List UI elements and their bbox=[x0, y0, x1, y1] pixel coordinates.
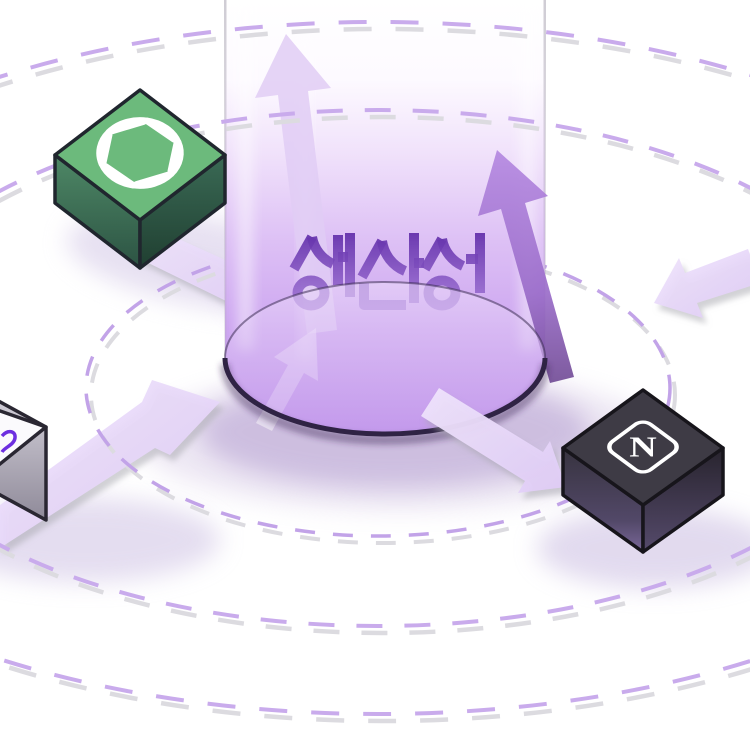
partial-logo-glyph bbox=[0, 429, 17, 454]
orbit-outer-dashes bbox=[0, 20, 750, 716]
rise-arrow-right bbox=[478, 150, 574, 383]
cylinder-rim-shadow bbox=[220, 363, 550, 445]
cylinder-highlight-left bbox=[238, 0, 253, 350]
arrow-from-right-edge bbox=[654, 249, 750, 318]
rise-arrow-left bbox=[255, 34, 337, 334]
cylinder-back-rim bbox=[224, 281, 546, 359]
cylinder-front-rim bbox=[222, 357, 548, 437]
notion-n-icon: N bbox=[607, 420, 679, 474]
chatgpt-cube bbox=[53, 88, 227, 270]
arrow-from-partial-cube bbox=[0, 380, 220, 548]
productivity-cylinder bbox=[220, 0, 574, 445]
orbit-middle-shadow bbox=[0, 114, 750, 636]
arrow-to-notion bbox=[421, 388, 566, 493]
cylinder-base bbox=[225, 282, 545, 434]
orbit-rings-outer bbox=[0, 20, 750, 724]
chatgpt-cube-top-face bbox=[53, 88, 227, 222]
orbit-middle-dashes bbox=[0, 108, 750, 628]
partial-cube-shadow bbox=[0, 498, 220, 582]
notion-cube-top-face bbox=[561, 388, 725, 507]
partial-tool-cube bbox=[0, 399, 48, 522]
orbit-outer-shadow bbox=[0, 26, 750, 724]
inflow-arrows-front bbox=[421, 249, 750, 493]
notion-cube: N bbox=[561, 388, 725, 554]
cylinder-edge-right bbox=[543, 0, 546, 356]
notion-letter: N bbox=[629, 432, 656, 463]
partial-cube-top-face bbox=[0, 409, 48, 467]
